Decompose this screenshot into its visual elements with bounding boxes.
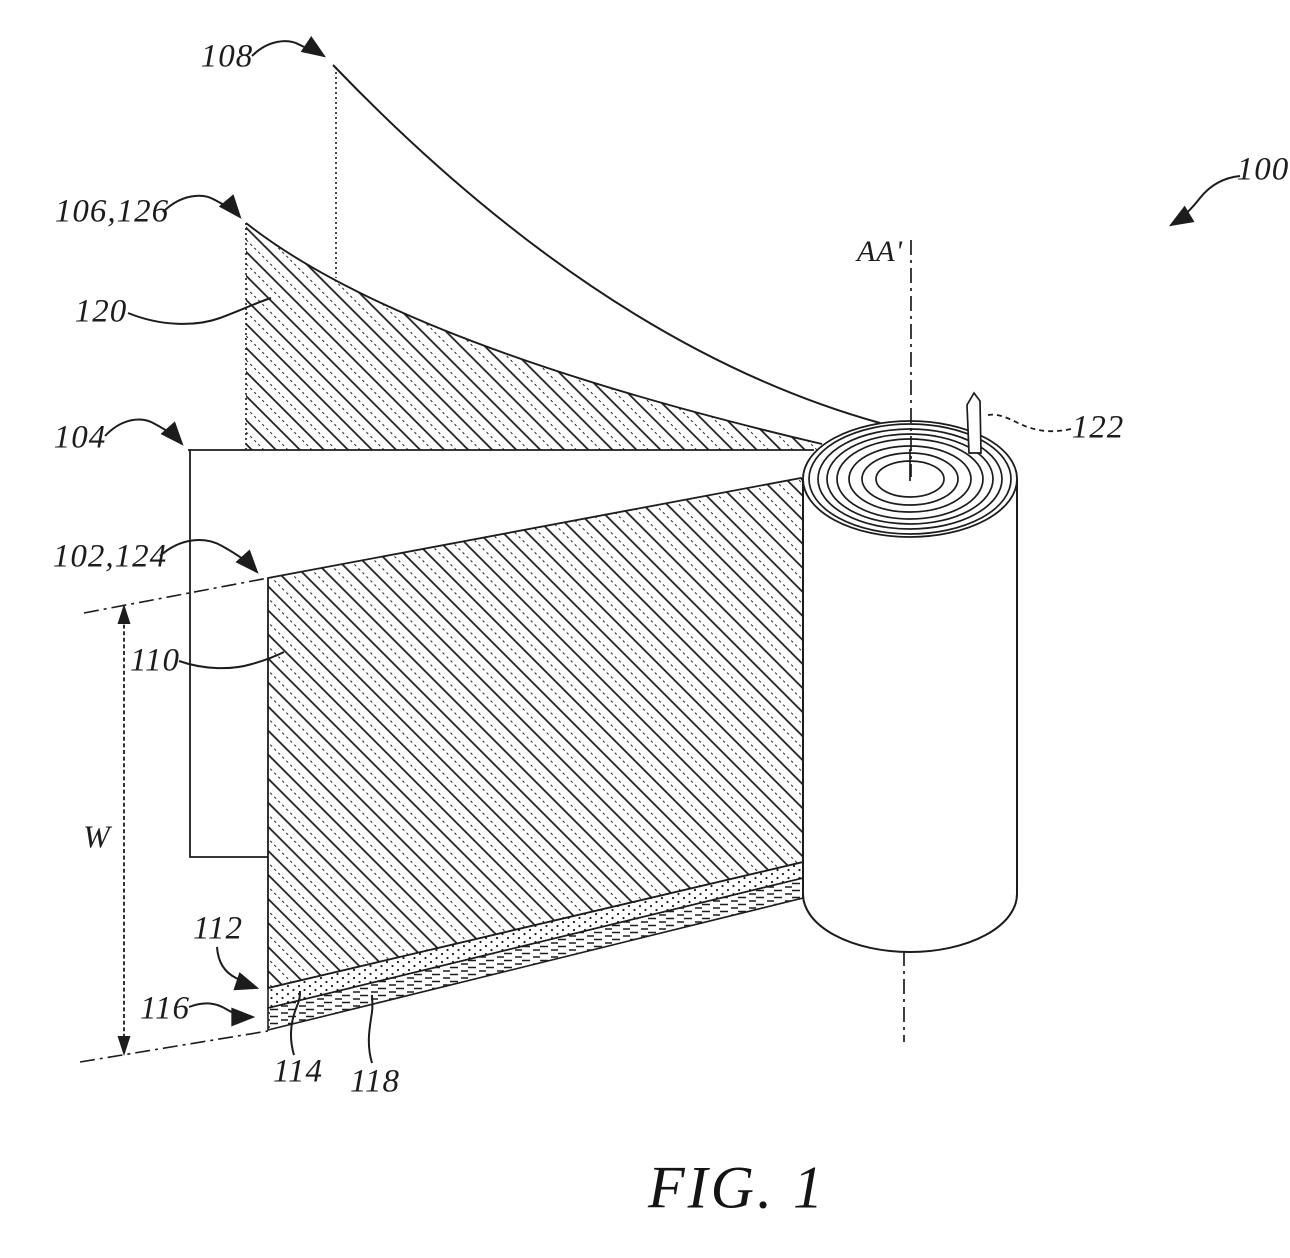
leader-100 [1168,175,1241,227]
ref-label-100: 100 [1236,151,1290,188]
ref-label-112: 112 [192,910,244,947]
leader-108 [251,36,326,58]
ref-label-108: 108 [200,38,254,75]
spiral-rings [808,423,1012,535]
lower-extension-line [79,1030,269,1063]
jelly-roll [802,391,1018,953]
upper-extension-line [83,577,269,614]
ref-label-104: 104 [53,419,107,456]
ref-label-114: 114 [272,1053,324,1090]
ref-label-118: 118 [349,1063,401,1100]
leader-106-126 [162,194,242,219]
figure-caption: FIG. 1 [648,1154,826,1221]
leader-120 [127,297,272,325]
axis-line [903,240,912,1042]
width-dimension [117,604,131,1056]
cylinder-body [802,479,1018,953]
leader-112 [216,946,260,991]
axis-label: AA' [856,235,904,268]
ref-label-102-124: 102,124 [52,538,168,575]
leader-110 [178,651,285,670]
ref-label-116: 116 [139,990,191,1027]
sheet-104-left-step [189,450,268,858]
sheet-108-curve [332,64,881,424]
ref-label-120: 120 [74,293,128,330]
leader-116 [188,1002,256,1027]
width-dimension-label: W [83,818,111,855]
leader-lines [104,36,1241,1064]
leader-114 [289,990,301,1056]
leader-102-124 [159,539,259,574]
leader-122 [984,413,1072,433]
ref-label-110: 110 [129,642,181,679]
leader-118 [367,994,374,1064]
tab-122 [966,391,982,454]
leader-104 [104,418,184,446]
sheet-120-wedge [245,222,823,450]
ref-label-122: 122 [1071,409,1125,446]
ref-label-106-126: 106,126 [54,193,170,230]
